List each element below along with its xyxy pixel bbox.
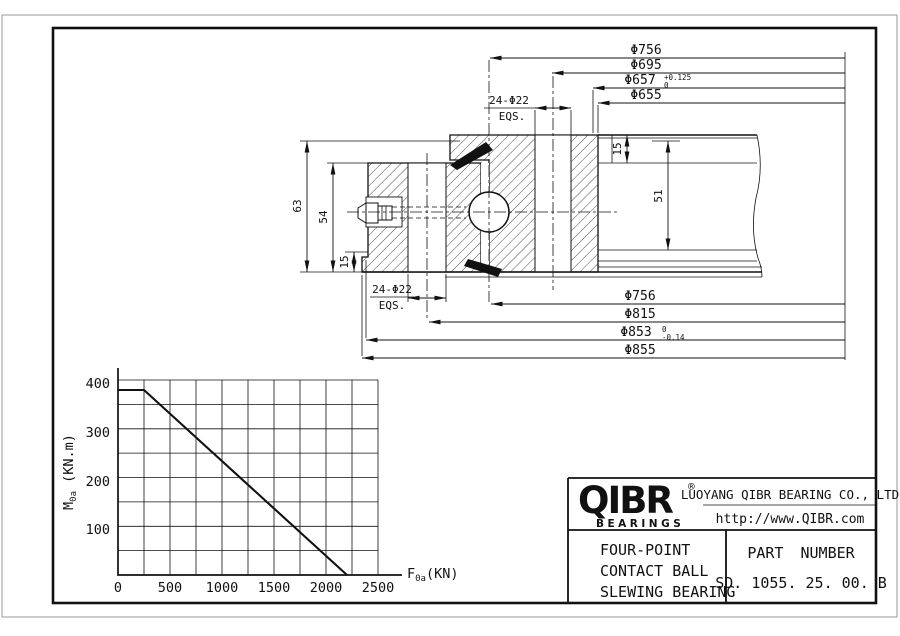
dim-left-63: 63 [291,199,304,212]
dim-top-695: Φ695 [630,58,661,73]
company-name: LUOYANG QIBR BEARING CO., LTD [681,487,899,502]
bolt-callout-bottom-note: EQS. [379,299,406,312]
dim-top-657-tol-sub: 0 [664,81,669,90]
grease-fitting [357,196,403,228]
bolt-callout-bottom-size: 24-Φ22 [372,283,412,296]
bottom-diameter-dimensions: Φ756 Φ815 Φ853 0 -0.14 Φ855 [361,260,845,361]
section-view [347,60,763,320]
bolt-callout-top-note: EQS. [499,110,526,123]
drawing-frame [51,26,878,605]
y-axis-title: M0a (KN.m) [61,434,79,510]
product-name-line3: SLEWING BEARING [600,583,735,601]
dim-left-15: 15 [338,255,351,268]
upper-seal [450,142,493,170]
x-tick-1500: 1500 [258,580,291,596]
bolt-callout-bottom: 24-Φ22 EQS. [370,274,447,312]
x-axis-title: F0a(KN) [407,566,459,584]
dimensions: Φ756 Φ695 Φ657 +0.125 0 Φ655 Φ756 Φ815 Φ… [291,43,846,361]
dim-bottom-855: Φ855 [624,343,655,358]
logo-text: QIBR [578,479,673,522]
dim-bottom-815: Φ815 [624,307,655,322]
y-tick-100: 100 [86,522,110,538]
bolt-callout-top: 24-Φ22 EQS. [484,94,572,135]
dim-top-655: Φ655 [630,88,661,103]
chart-axes [117,368,402,576]
y-tick-200: 200 [86,474,110,490]
part-number-label: PART NUMBER [747,544,855,562]
dim-bottom-853-tol-sup: 0 [662,325,667,334]
dim-bottom-756: Φ756 [624,289,655,304]
y-tick-300: 300 [86,425,110,441]
dim-bottom-853-tol-sub: -0.14 [662,333,685,342]
top-diameter-dimensions: Φ756 Φ695 Φ657 +0.125 0 Φ655 [490,43,846,360]
dim-bottom-853: Φ853 [620,325,651,340]
product-name-line1: FOUR-POINT [600,541,690,559]
side-view-lines [362,134,763,278]
y-tick-400: 400 [86,376,110,392]
dim-top-657-tol-sup: +0.125 [664,73,691,82]
dim-top-657: Φ657 [624,73,655,88]
right-height-dimensions: 15 51 [611,135,680,250]
x-tick-500: 500 [158,580,182,596]
x-tick-1000: 1000 [206,580,239,596]
title-block: QIBR ® BEARINGS LUOYANG QIBR BEARING CO.… [567,477,899,603]
product-name-line2: CONTACT BALL [600,562,708,580]
bolt-callout-top-size: 24-Φ22 [489,94,529,107]
dim-right-15: 15 [611,142,624,155]
load-curve [118,388,348,576]
break-line [753,134,763,278]
logo-subtext: BEARINGS [596,518,684,530]
company-logo: QIBR ® BEARINGS [578,479,695,530]
outer-page-border [1,14,898,618]
dim-right-51: 51 [652,189,665,202]
dim-top-756: Φ756 [630,43,661,58]
dim-left-54: 54 [317,210,330,224]
part-number-value: SD. 1055. 25. 00. B [715,574,887,592]
x-tick-0: 0 [114,580,122,596]
product-name: FOUR-POINT CONTACT BALL SLEWING BEARING [600,541,735,601]
company-website: http://www.QIBR.com [716,512,865,527]
x-tick-labels: 0 500 1000 1500 2000 2500 [114,580,394,596]
x-tick-2000: 2000 [310,580,343,596]
load-chart: 0 500 1000 1500 2000 2500 100 200 300 40… [61,368,459,596]
left-height-dimensions: 63 54 15 [291,140,460,273]
x-tick-2500: 2500 [362,580,395,596]
logo-registered-icon: ® [688,480,695,493]
y-tick-labels: 100 200 300 400 [86,376,110,538]
